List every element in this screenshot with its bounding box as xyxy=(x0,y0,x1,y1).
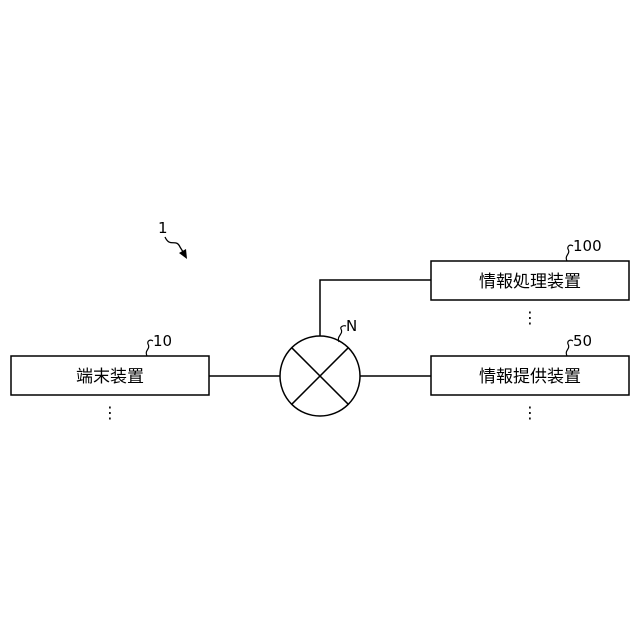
network-ref-label: N xyxy=(346,317,357,335)
terminal-ref-leader xyxy=(146,340,153,356)
system-ref-label: 1 xyxy=(158,219,168,237)
info-provider-ref-leader xyxy=(566,340,573,356)
terminal-ref-label: 10 xyxy=(153,332,172,350)
info-processing-ref-label: 100 xyxy=(573,237,602,255)
info-processing-ref-leader xyxy=(566,245,573,261)
info-provider-device-label: 情報提供装置 xyxy=(479,367,581,387)
info-provider-more-indicator: ⋮ xyxy=(522,403,538,422)
network-to-processing-line xyxy=(320,280,431,336)
network-ref-leader xyxy=(338,326,346,342)
info-processing-device-label: 情報処理装置 xyxy=(479,272,581,292)
terminal-more-indicator: ⋮ xyxy=(102,403,118,422)
info-processing-more-indicator: ⋮ xyxy=(522,308,538,327)
terminal-device-label: 端末装置 xyxy=(76,367,144,387)
system-ref-arrowhead xyxy=(179,249,187,259)
network-node xyxy=(280,336,360,416)
info-provider-ref-label: 50 xyxy=(573,332,592,350)
